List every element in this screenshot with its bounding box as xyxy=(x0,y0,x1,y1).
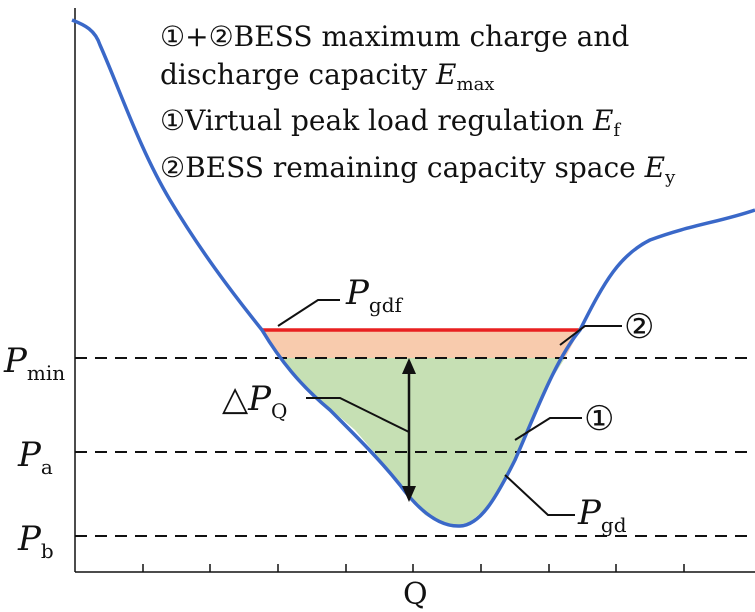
pb-label: Pb xyxy=(17,519,54,563)
x-axis-label: Q xyxy=(403,577,428,612)
pgdf-label: Pgdf xyxy=(345,273,403,317)
x-ticks xyxy=(142,564,685,572)
legend-line-4: ②BESS remaining capacity space Ey xyxy=(160,151,676,188)
region1-label: ① xyxy=(584,399,614,439)
delta-pq-arrow-up-head xyxy=(402,358,416,374)
load-curve-pgd xyxy=(71,18,755,528)
region-1-fill xyxy=(280,358,565,527)
region2-leader xyxy=(559,325,622,346)
pmin-label: Pmin xyxy=(3,341,65,385)
region-2-fill xyxy=(262,330,580,358)
delta-pq-leader xyxy=(306,397,410,433)
pgd-label: Pgd xyxy=(577,493,627,537)
delta-pq-label: △PQ xyxy=(222,379,287,423)
pgd-leader xyxy=(504,474,575,516)
pa-label: Pa xyxy=(17,435,53,479)
legend-line-1: ①+②BESS maximum charge and xyxy=(160,20,629,53)
pgdf-leader xyxy=(277,299,340,327)
delta-pq-arrow-down-head xyxy=(402,486,416,502)
region2-label: ② xyxy=(624,307,654,347)
region1-leader xyxy=(514,417,582,441)
legend-line-2: discharge capacity Emax xyxy=(160,58,494,95)
legend-line-3: ①Virtual peak load regulation Ef xyxy=(160,104,621,141)
